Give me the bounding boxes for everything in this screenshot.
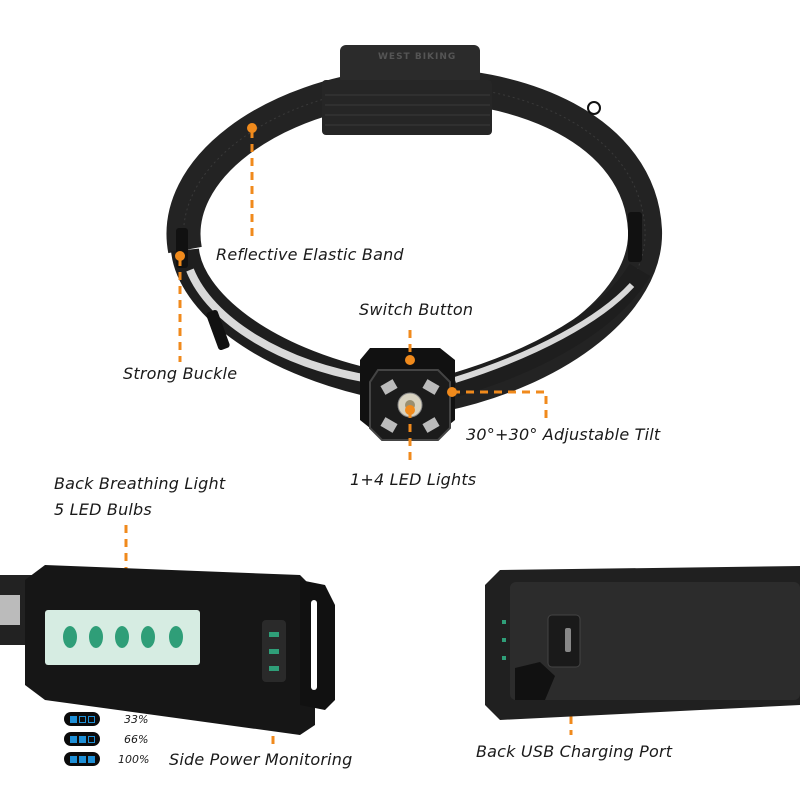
battery-indicator-100 <box>64 752 100 766</box>
strong-buckle-label: Strong Buckle <box>123 364 238 383</box>
led-lights-label: 1+4 LED Lights <box>350 470 477 489</box>
reflective-band-label: Reflective Elastic Band <box>216 245 404 264</box>
battery-indicator-33 <box>64 712 100 726</box>
battery-cell-icon <box>87 715 95 723</box>
battery-cell-icon <box>69 715 77 723</box>
brand-logo: WEST BIKING <box>378 52 457 62</box>
usb-port-closeup <box>485 566 800 720</box>
battery-percent: 33% <box>124 713 149 726</box>
battery-cell-icon <box>69 755 77 763</box>
right-buckle <box>628 212 642 262</box>
slider-buckle <box>206 309 230 351</box>
back-breathing-label: Back Breathing Light <box>54 474 226 493</box>
battery-cell-icon <box>78 735 86 743</box>
side-power-label: Side Power Monitoring <box>169 750 353 769</box>
battery-cell-icon <box>69 735 77 743</box>
led-bulbs-label: 5 LED Bulbs <box>54 500 152 519</box>
battery-percent: 100% <box>118 753 150 766</box>
battery-cell-icon <box>78 715 86 723</box>
battery-cell-icon <box>87 755 95 763</box>
elastic-band <box>166 67 663 412</box>
callout-dots <box>175 123 457 415</box>
battery-indicator-66 <box>64 732 100 746</box>
switch-button-label: Switch Button <box>359 300 474 319</box>
battery-percent: 66% <box>124 733 149 746</box>
cable-clip <box>587 101 601 115</box>
battery-cell-icon <box>78 755 86 763</box>
back-light-closeup <box>0 565 335 735</box>
rear-battery-box <box>322 45 492 135</box>
usb-port-label: Back USB Charging Port <box>476 742 673 761</box>
battery-cell-icon <box>87 735 95 743</box>
left-buckle <box>176 228 188 268</box>
adjustable-tilt-label: 30°+30° Adjustable Tilt <box>466 425 661 444</box>
